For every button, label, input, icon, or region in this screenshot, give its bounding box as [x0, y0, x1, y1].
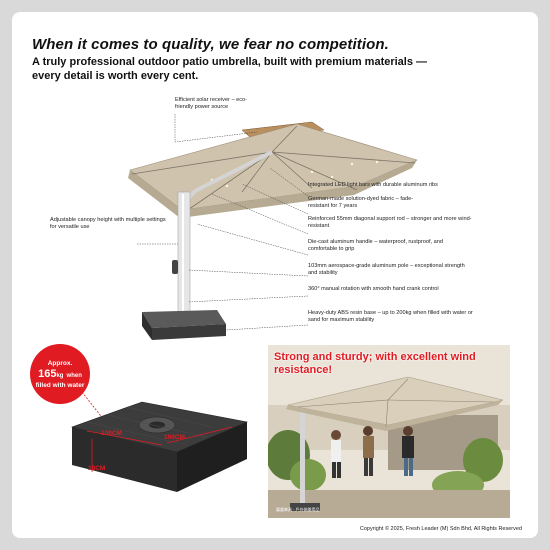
weight-unit: kg [56, 372, 64, 379]
weight-number: 165 [38, 367, 57, 380]
canopy-ribs [131, 125, 416, 215]
callout-solar: Efficient solar receiver – eco-friendly … [175, 97, 248, 110]
canopy-underside [128, 160, 417, 218]
product-panel: When it comes to quality, we fear no com… [12, 12, 538, 538]
photo-title: Strong and sturdy; with excellent wind r… [274, 351, 476, 376]
dimension-width: 100CM [101, 430, 122, 437]
callout-rod: Reinforced 55mm diagonal support rod – s… [308, 216, 472, 229]
weight-value: 165kg when [38, 368, 82, 382]
copyright: Copyright © 2025, Fresh Leader (M) Sdn B… [359, 526, 522, 532]
callout-rotation: 360° manual rotation with smooth hand cr… [308, 286, 439, 292]
umbrella-illustration [128, 121, 418, 340]
callout-height: Adjustable canopy height with multiple s… [50, 217, 166, 230]
crank-handle-icon [172, 260, 178, 274]
callout-led: Integrated LED light bars with durable a… [308, 182, 438, 188]
dimension-height: 18CM [88, 465, 106, 472]
people-hanging [331, 426, 414, 478]
base-top [142, 310, 226, 328]
weight-note: filled with water [35, 381, 85, 389]
base-front [152, 324, 226, 340]
headline: When it comes to quality, we fear no com… [32, 36, 389, 53]
led-lights [210, 160, 379, 188]
callout-base: Heavy-duty ABS resin base – up to 200kg … [308, 310, 473, 323]
dimension-depth: 100CM [164, 434, 185, 441]
weight-connector [81, 391, 105, 421]
base-side [142, 312, 152, 340]
lifestyle-photo: Strong and sturdy; with excellent wind r… [268, 345, 510, 518]
callout-handle: Die-cast aluminum handle – waterproof, r… [308, 239, 443, 252]
subline: A truly professional outdoor patio umbre… [32, 56, 428, 82]
weight-approx: Approx. [47, 359, 73, 367]
weight-badge: Approx. 165kg when filled with water [30, 344, 90, 404]
callout-pole: 103mm aerospace-grade aluminum pole – ex… [308, 263, 465, 276]
weight-when: when [66, 372, 82, 379]
leader-lines [137, 114, 309, 331]
photo-scene [268, 345, 510, 518]
water-base-closeup [70, 401, 249, 492]
callout-fabric: German-made solution-dyed fabric – fade-… [308, 196, 414, 209]
photo-watermark: 鳳凰傘具 · 戶外休閒用品 [276, 507, 320, 512]
